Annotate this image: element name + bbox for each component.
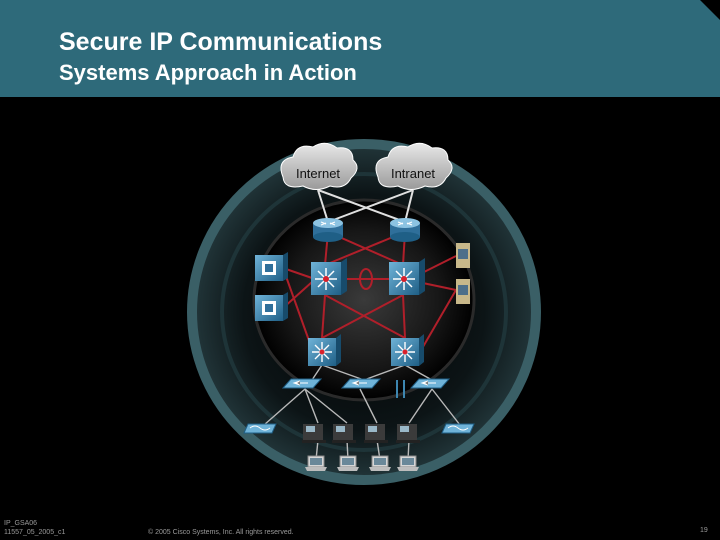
middle-ring [220, 172, 508, 452]
laptop-icon [397, 455, 419, 471]
internet-label: Internet [296, 166, 340, 181]
slide-code-line1: IP_GSA06 [4, 520, 38, 527]
copyright-text: © 2005 Cisco Systems, Inc. All rights re… [148, 529, 294, 536]
slide-code-line2: 11557_05_2005_c1 [4, 529, 66, 536]
multilayer-switch-icon [311, 258, 347, 295]
workgroup-switch-icon [281, 378, 323, 389]
multilayer-switch-icon [391, 334, 424, 366]
ip-phone-icon [255, 252, 288, 281]
laptop-icon [369, 455, 391, 471]
slide-code: IP_GSA06 11557_05_2005_c1 [4, 519, 65, 537]
router-icon [313, 218, 343, 242]
corner-notch [700, 0, 720, 20]
laptop-icon [305, 455, 327, 471]
workgroup-switch-icon [409, 378, 451, 389]
page-number: 19 [700, 527, 708, 534]
title-banner [0, 0, 720, 97]
server-icon [456, 243, 470, 268]
router-icon [390, 218, 420, 242]
intranet-cloud: Intranet [375, 142, 453, 190]
ip-phone-icon [364, 424, 388, 443]
ip-phone-icon [255, 292, 288, 321]
wireless-access-point-icon [243, 423, 277, 434]
multilayer-switch-icon [389, 258, 425, 295]
ip-phone-icon [302, 424, 326, 443]
laptop-icon [337, 455, 359, 471]
slide-title: Secure IP Communications [59, 28, 383, 56]
multilayer-switch-icon [308, 334, 341, 366]
intranet-label: Intranet [391, 166, 435, 181]
wireless-access-point-icon [441, 423, 475, 434]
access-links [263, 364, 461, 461]
uplink-pair [396, 380, 405, 398]
server-icon [456, 279, 470, 304]
slide-subtitle: Systems Approach in Action [59, 60, 357, 85]
cloud-links [317, 189, 414, 223]
ip-phone-icon [332, 424, 356, 443]
ip-phone-icon [396, 424, 420, 443]
internet-cloud: Internet [280, 142, 358, 190]
core-links [282, 231, 457, 353]
workgroup-switch-icon [340, 378, 382, 389]
